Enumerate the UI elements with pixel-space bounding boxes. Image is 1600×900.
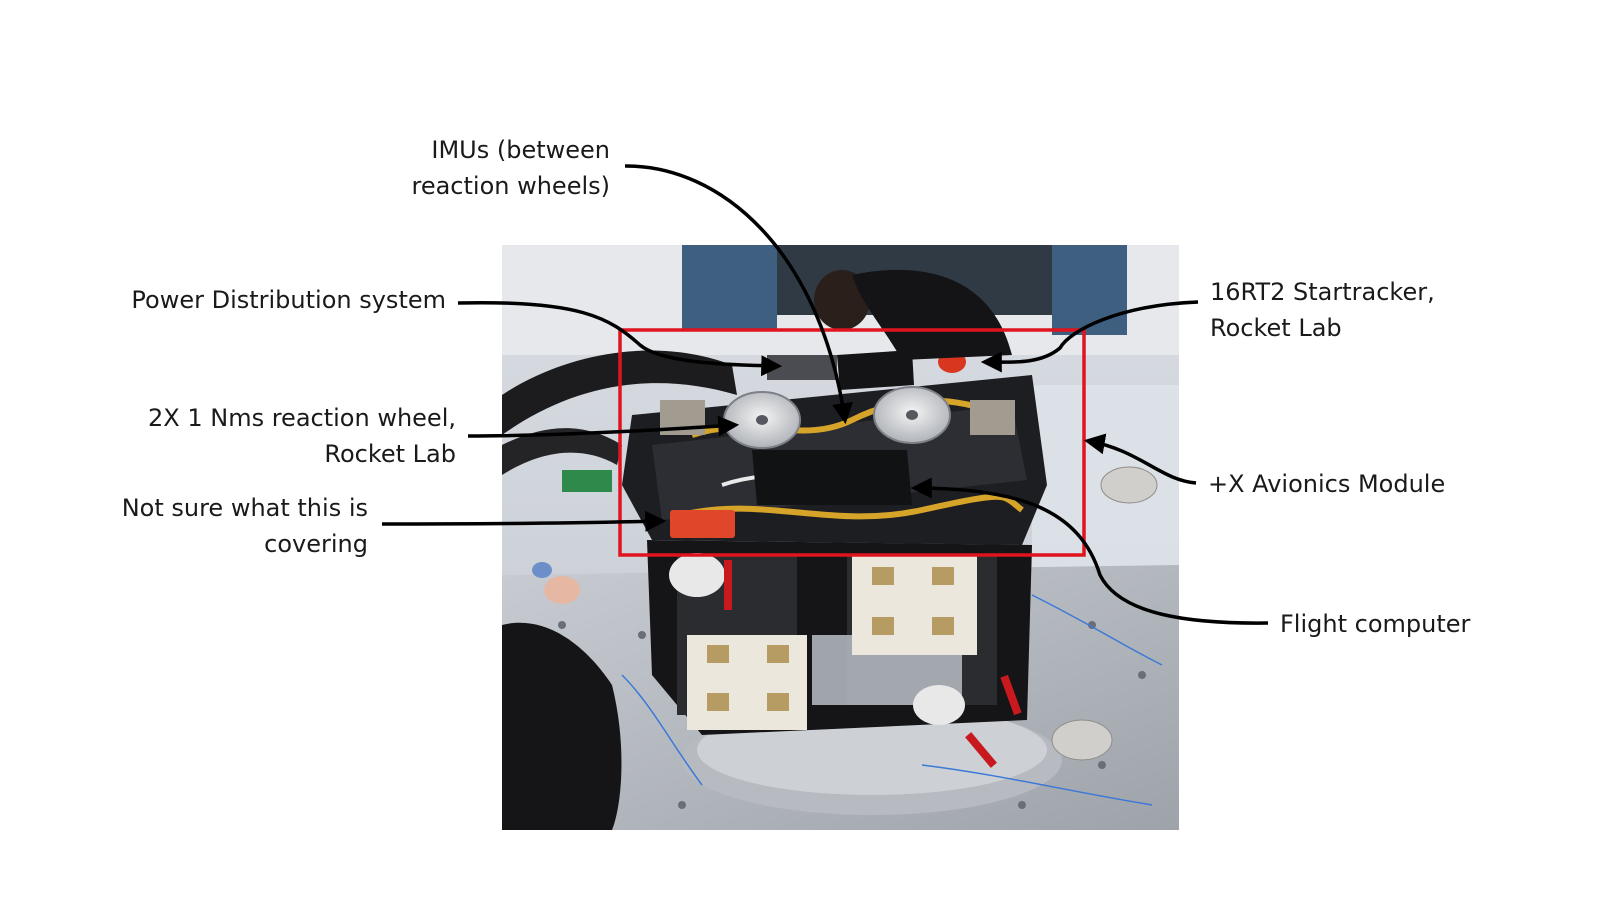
label-star: 16RT2 Startracker, Rocket Lab [1210,274,1510,346]
label-wheel-line2: Rocket Lab [324,440,456,468]
red-cover [670,510,735,538]
label-imus: IMUs (between reaction wheels) [388,132,610,204]
label-imus-line1: IMUs (between [431,136,610,164]
label-imus-line2: reaction wheels) [411,172,610,200]
label-wheel-line1: 2X 1 Nms reaction wheel, [148,404,456,432]
satellite-photo [502,245,1179,830]
label-notsure-line2: covering [264,530,368,558]
tape-roll-top [1100,466,1158,504]
green-board [562,470,612,492]
label-flight: Flight computer [1280,606,1530,642]
operator-bottom-left [502,622,622,830]
electronics-box-right [970,400,1015,435]
antenna-panel-side [852,555,977,655]
power-distribution-board [767,355,837,380]
label-notsure: Not sure what this is covering [90,490,368,562]
label-power-line1: Power Distribution system [131,286,446,314]
label-wheel: 2X 1 Nms reaction wheel, Rocket Lab [120,400,456,472]
label-star-line2: Rocket Lab [1210,314,1342,342]
label-notsure-line1: Not sure what this is [121,494,368,522]
label-avionics-line1: +X Avionics Module [1208,470,1446,498]
blue-machine-left [682,245,777,330]
blue-machine-right [1052,245,1127,335]
label-avionics: +X Avionics Module [1208,466,1508,502]
tape-roll-bottom [1051,719,1113,761]
label-star-line1: 16RT2 Startracker, [1210,278,1435,306]
flight-computer-plate [752,450,912,505]
label-power: Power Distribution system [100,282,446,318]
label-flight-line1: Flight computer [1280,610,1471,638]
electronics-box-left [660,400,705,435]
antenna-panel-front [687,635,807,730]
